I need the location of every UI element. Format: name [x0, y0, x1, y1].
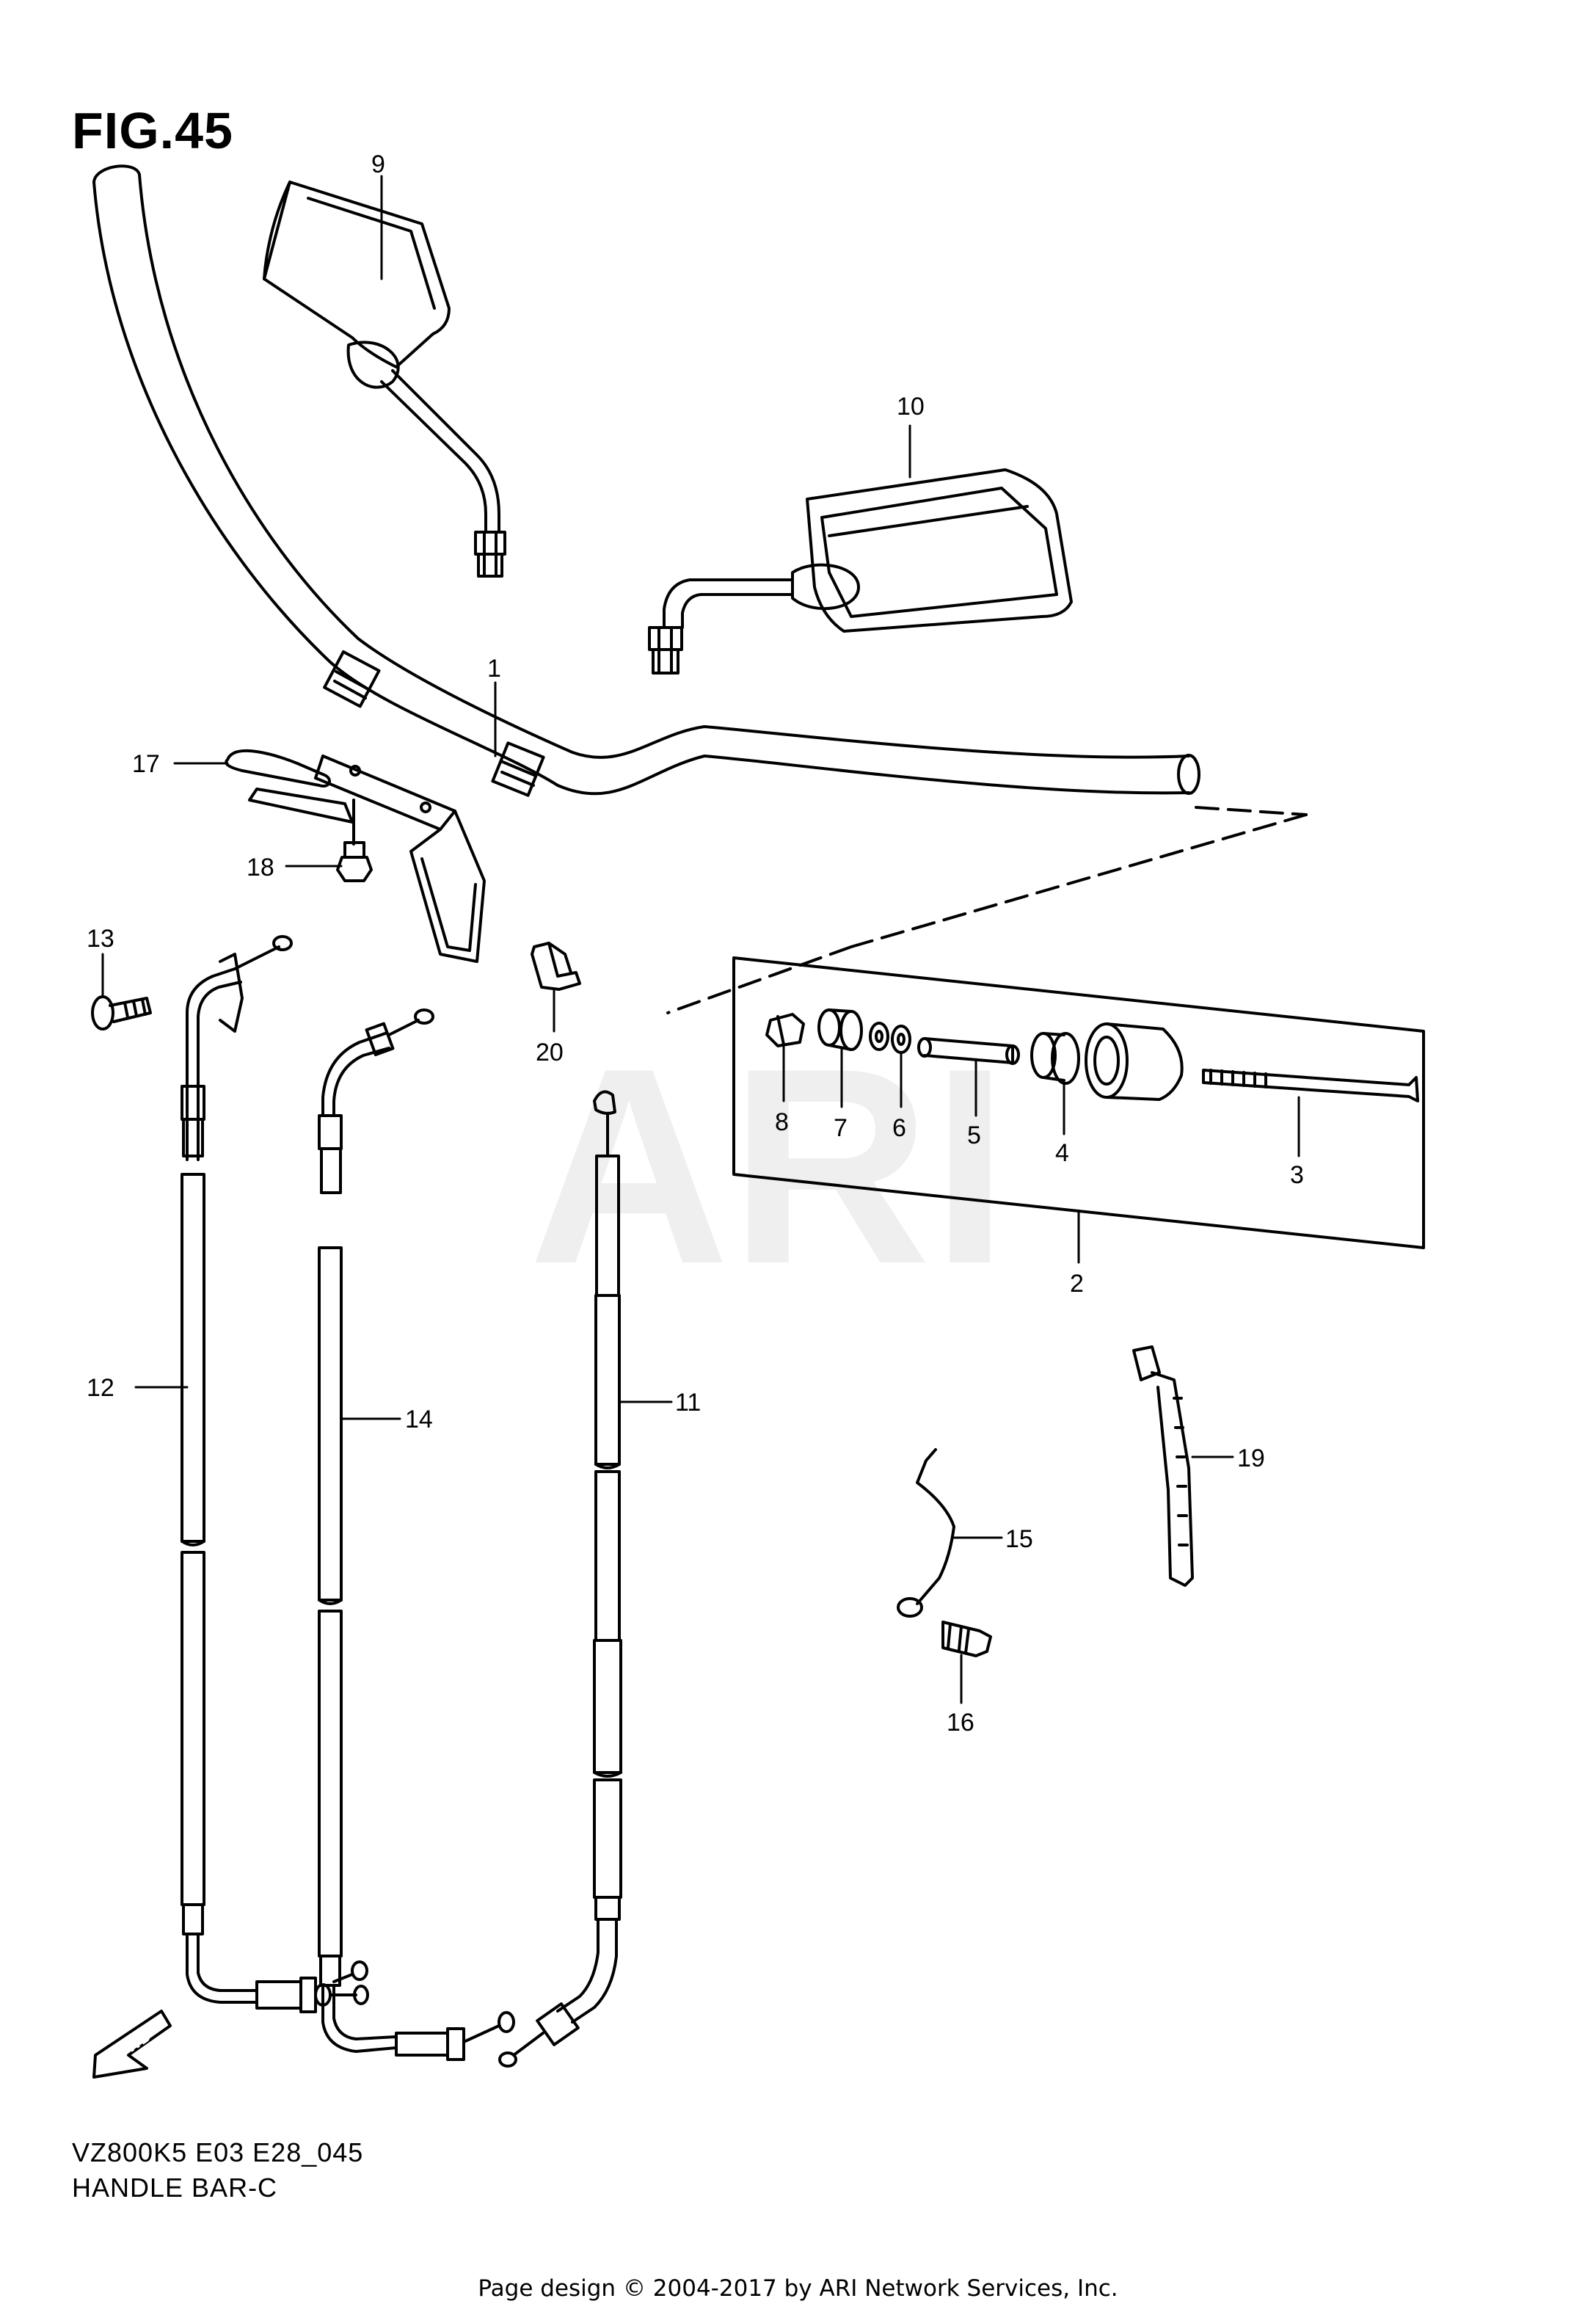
- callout-5: 5: [967, 1122, 981, 1149]
- cable-clip: [531, 942, 581, 991]
- callout-20: 20: [536, 1039, 564, 1066]
- callout-7: 7: [834, 1114, 848, 1142]
- callout-10: 10: [897, 393, 925, 421]
- figure-title: FIG.45: [72, 102, 233, 159]
- callout-16: 16: [947, 1709, 974, 1737]
- model-code: VZ800K5 E03 E28_045: [72, 2137, 364, 2167]
- fwd-arrow-icon: [92, 2010, 172, 2079]
- callout-17: 17: [132, 750, 160, 778]
- callout-13: 13: [87, 925, 114, 953]
- bolt-16: [941, 1621, 992, 1657]
- leader-dashed-bar-to-box: [666, 806, 1308, 1014]
- mirror-left: [263, 181, 506, 578]
- callout-labels: 9 10 1 17 18 13 20 8 7 6 5 4 3 2 12 14 1…: [87, 150, 1304, 1737]
- callout-8: 8: [775, 1108, 789, 1136]
- handlebar: [92, 164, 1200, 797]
- callout-4: 4: [1055, 1139, 1069, 1167]
- callout-6: 6: [892, 1114, 906, 1142]
- section-name: HANDLE BAR-C: [72, 2173, 278, 2203]
- callout-2: 2: [1070, 1270, 1084, 1298]
- cable-bracket: [225, 749, 486, 963]
- callout-15: 15: [1005, 1525, 1033, 1553]
- fwd-label: FWD: [113, 2026, 154, 2062]
- callout-leaders: [101, 175, 1300, 1704]
- callout-18: 18: [247, 854, 274, 881]
- cable-11: [498, 1090, 622, 2068]
- callout-1: 1: [487, 655, 501, 683]
- callout-19: 19: [1237, 1444, 1265, 1472]
- watermark-text: ARI: [528, 1010, 1008, 1322]
- cable-14: [318, 1008, 515, 2061]
- grip-assembly-box: [732, 956, 1425, 1249]
- cable-12: [181, 935, 369, 2013]
- footer-copyright: Page design © 2004-2017 by ARI Network S…: [478, 2275, 1118, 2302]
- screw-13: [91, 995, 152, 1030]
- callout-11: 11: [675, 1389, 701, 1417]
- ground-wire-15: [897, 1448, 955, 1618]
- callout-9: 9: [371, 150, 385, 178]
- callout-3: 3: [1290, 1161, 1304, 1189]
- mirror-right: [648, 468, 1073, 675]
- callout-14: 14: [405, 1406, 433, 1433]
- cable-tie-19: [1132, 1345, 1194, 1587]
- callout-12: 12: [87, 1374, 114, 1402]
